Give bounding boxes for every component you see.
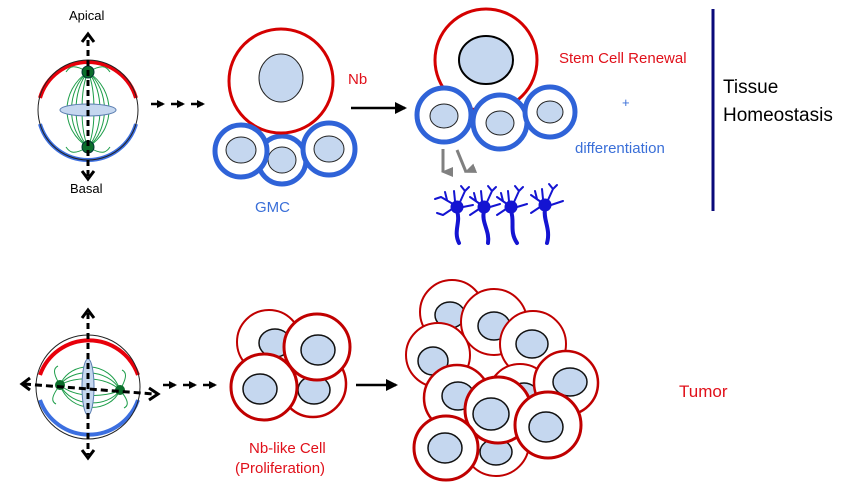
neurons-icon — [434, 183, 564, 245]
gmc-cell — [522, 84, 578, 140]
neuron — [469, 185, 501, 245]
tumor-cluster — [405, 279, 600, 482]
gmc-cell — [414, 85, 474, 145]
gmc-cell — [300, 120, 358, 178]
plus-label: + — [622, 95, 630, 110]
gmc-label: GMC — [255, 199, 290, 216]
apical-arrowhead — [80, 31, 96, 43]
apical-label: Apical — [69, 8, 105, 23]
neuron — [434, 185, 474, 245]
basal-arrowhead — [80, 170, 96, 182]
proliferation-label: (Proliferation) — [235, 460, 326, 477]
dividing-cell-top — [37, 31, 139, 182]
tumor-label: Tumor — [679, 382, 728, 401]
basal-label: Basal — [70, 181, 103, 196]
gmc-cell — [212, 122, 270, 180]
gmc-cell — [470, 92, 530, 152]
nb-with-gmcs — [212, 27, 358, 187]
stem-cell-renewal-label: Stem Cell Renewal — [559, 50, 687, 67]
differentiation-arrows — [441, 149, 478, 177]
nb-like-cluster — [229, 309, 352, 422]
nb-label: Nb — [348, 71, 368, 88]
differentiation-label: differentiation — [575, 140, 665, 157]
renewal-cluster — [414, 7, 578, 152]
nb-like-cell-label: Nb-like Cell — [249, 440, 326, 457]
tissue-label: Tissue — [723, 77, 779, 98]
nb-cell — [227, 27, 335, 135]
neuron — [530, 183, 564, 245]
apical-crescent — [38, 338, 140, 376]
dividing-cell-bottom — [19, 307, 161, 461]
neuron — [496, 185, 528, 245]
homeostasis-label: Homeostasis — [723, 105, 833, 126]
